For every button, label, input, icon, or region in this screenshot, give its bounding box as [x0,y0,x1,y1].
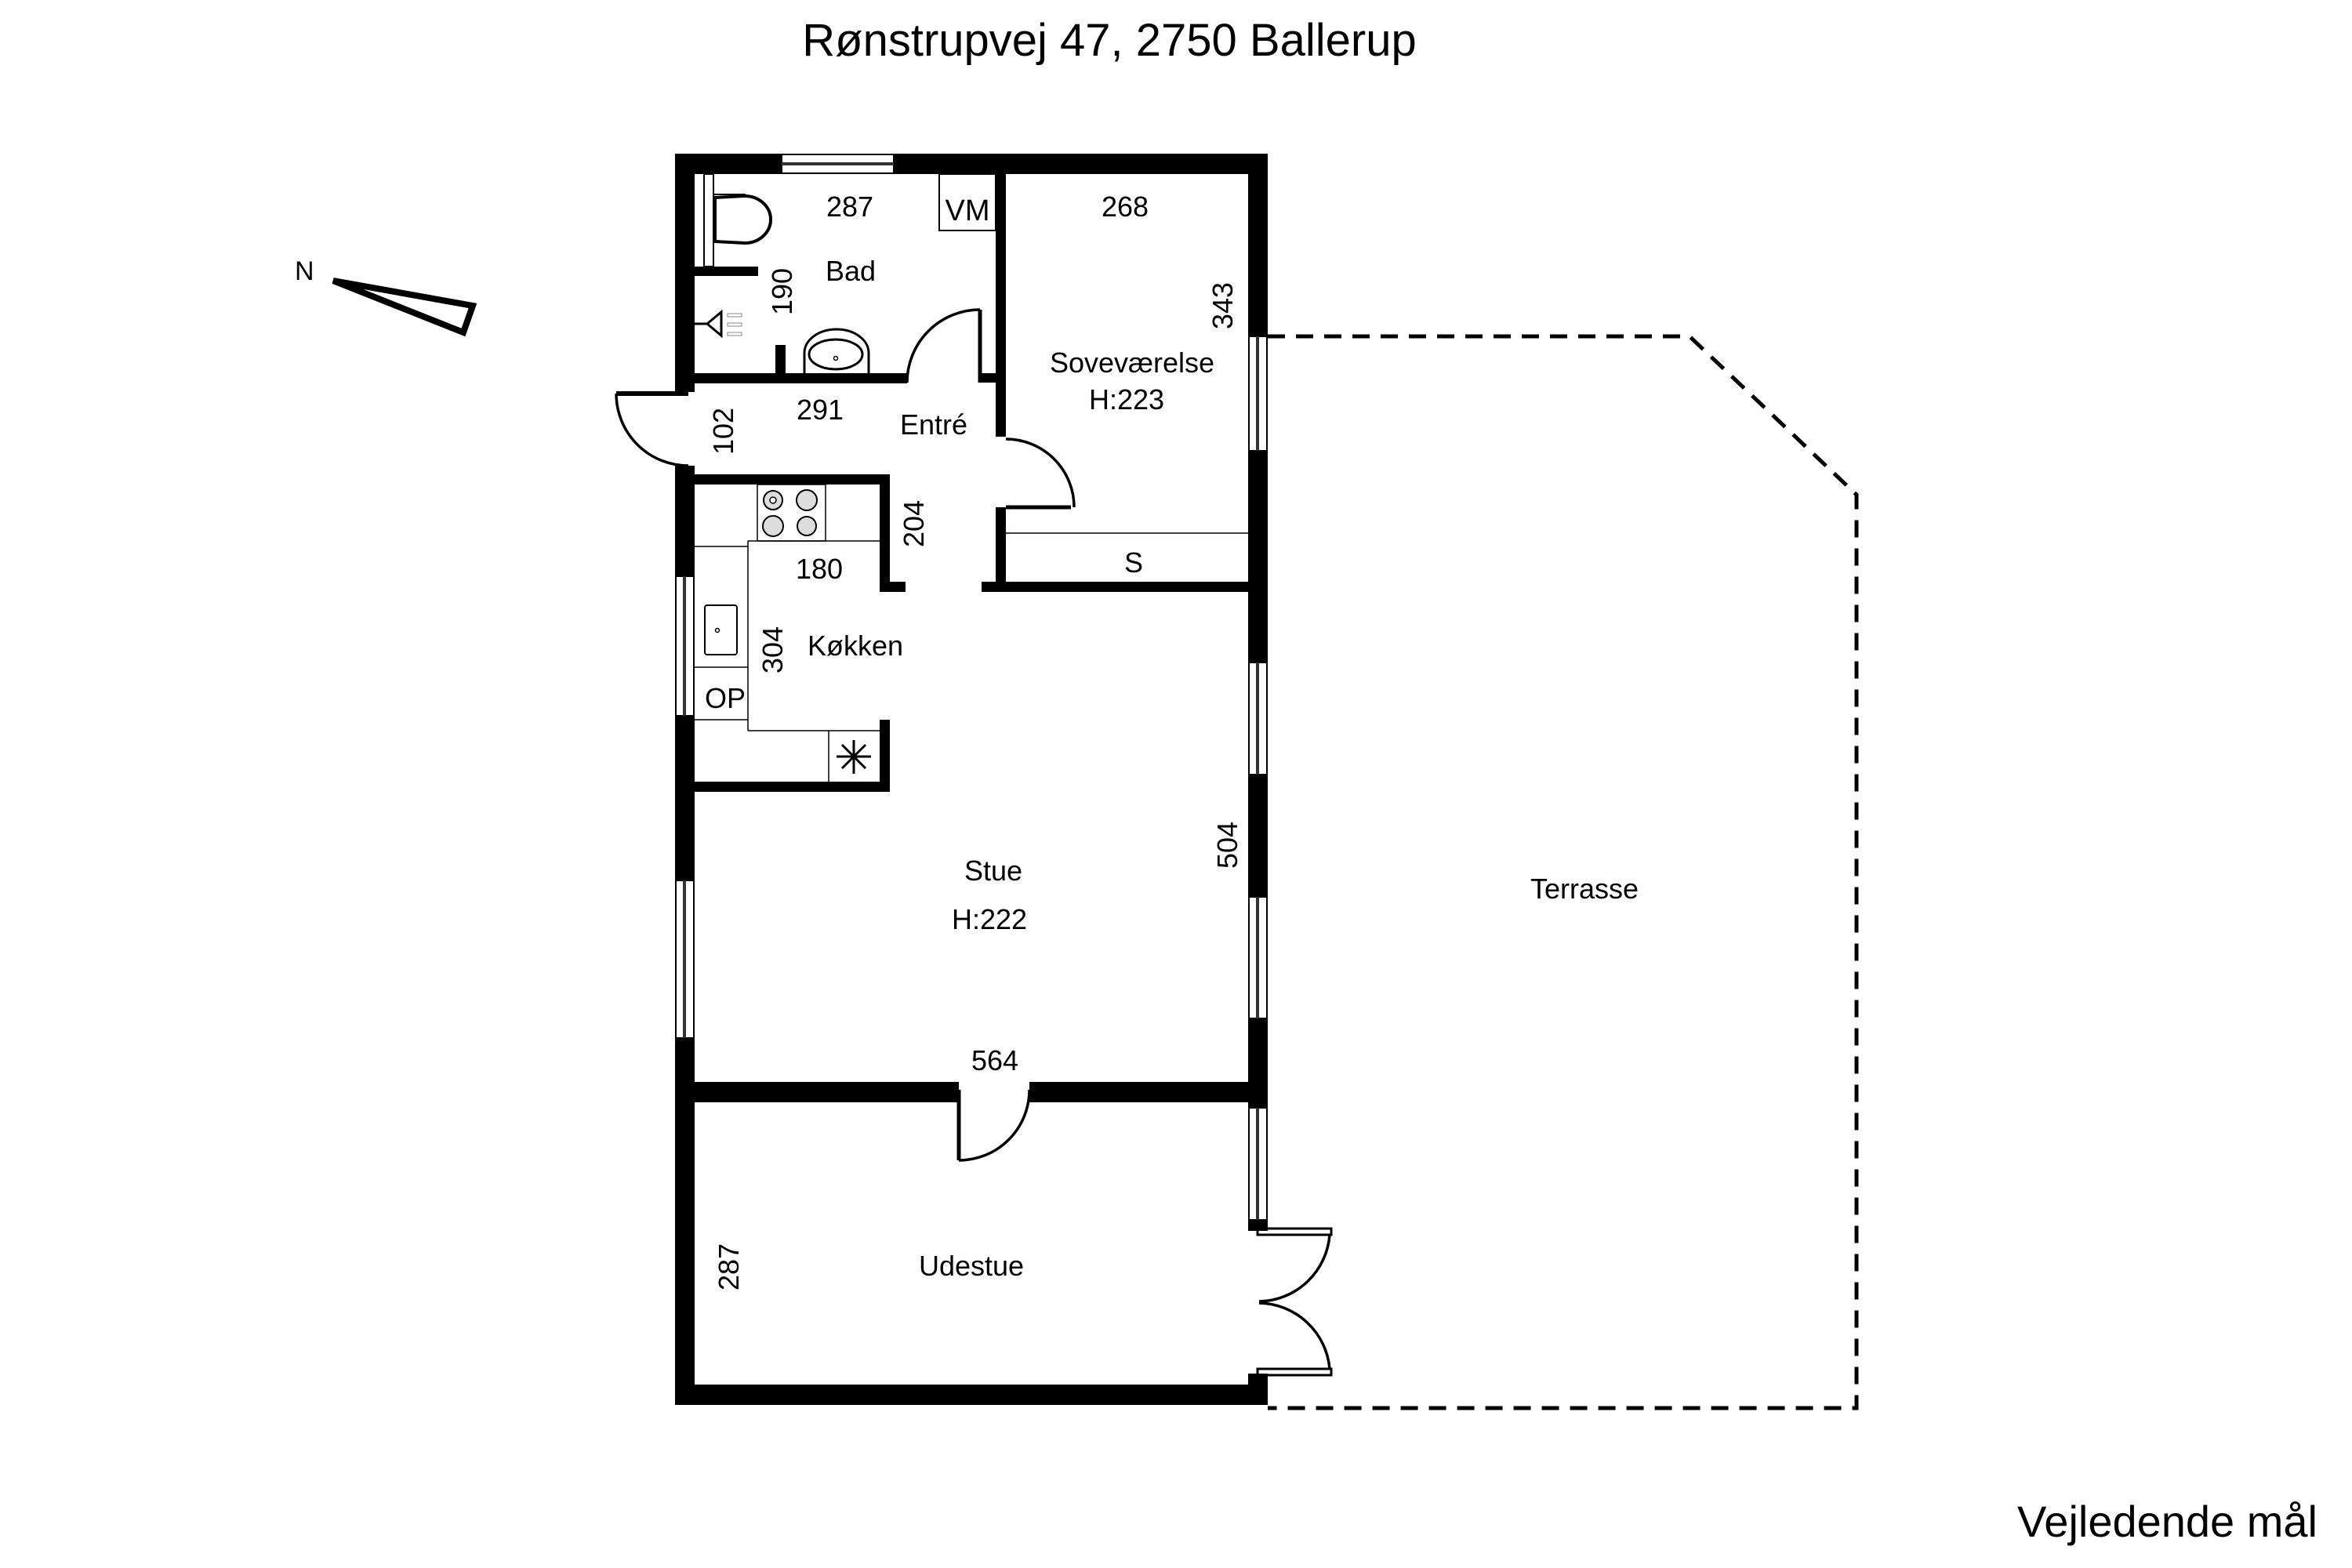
bedroom-width: 268 [1102,191,1149,223]
entre-depth: 102 [707,408,739,455]
sunroom-label: Udestue [919,1250,1024,1282]
kitchen-depth-2: 204 [898,500,930,547]
sunroom-depth: 287 [713,1243,745,1290]
toilet-icon [703,173,772,267]
kitchen-width: 180 [796,553,843,585]
sunroom-door [956,1089,1031,1162]
living-height: H:222 [952,903,1027,935]
compass-label: N [295,256,314,286]
terrace-label: Terrasse [1530,873,1639,905]
bedroom-height: H:223 [1089,383,1164,416]
living-label: Stue [964,855,1022,887]
freezer-icon [837,740,871,774]
disclaimer-note: Vejledende mål [2017,1497,2318,1546]
entre-width: 291 [797,394,844,426]
room-labels: 287 Bad 190 291 Entré 102 268 343 Sovevæ… [705,191,1639,1290]
kitchen-counter [695,540,880,782]
bad-label: Bad [826,255,876,287]
dishwasher-label: OP [705,682,746,714]
living-depth: 504 [1211,822,1243,869]
bedroom-label: Soveværelse [1050,347,1214,379]
bedroom-depth: 343 [1207,282,1239,329]
doors [615,308,1333,1377]
entry-door [615,391,689,467]
kitchen-depth: 304 [757,626,789,673]
north-arrow-icon [332,278,477,337]
shower-icon [695,309,742,339]
windows [675,154,1268,1221]
living-width: 564 [971,1044,1018,1076]
kitchen-label: Køkken [808,630,903,662]
entre-label: Entré [900,408,967,441]
washbasin-icon [803,328,870,373]
bad-width: 287 [826,191,873,223]
outer-walls [675,154,1268,1405]
bad-depth: 190 [766,268,798,315]
interior-walls [695,174,1248,1102]
terrace-double-door [1256,1227,1333,1377]
bedroom-door [1005,437,1076,510]
hob-icon [757,484,826,542]
closet-label: S [1124,546,1143,579]
sink-icon [704,604,738,655]
washing-machine: VM [938,173,996,231]
bathroom-door [906,308,982,383]
terrace-outline [1268,334,1859,1410]
svg-text:VM: VM [946,194,990,227]
page-title: Rønstrupvej 47, 2750 Ballerup [802,15,1417,66]
